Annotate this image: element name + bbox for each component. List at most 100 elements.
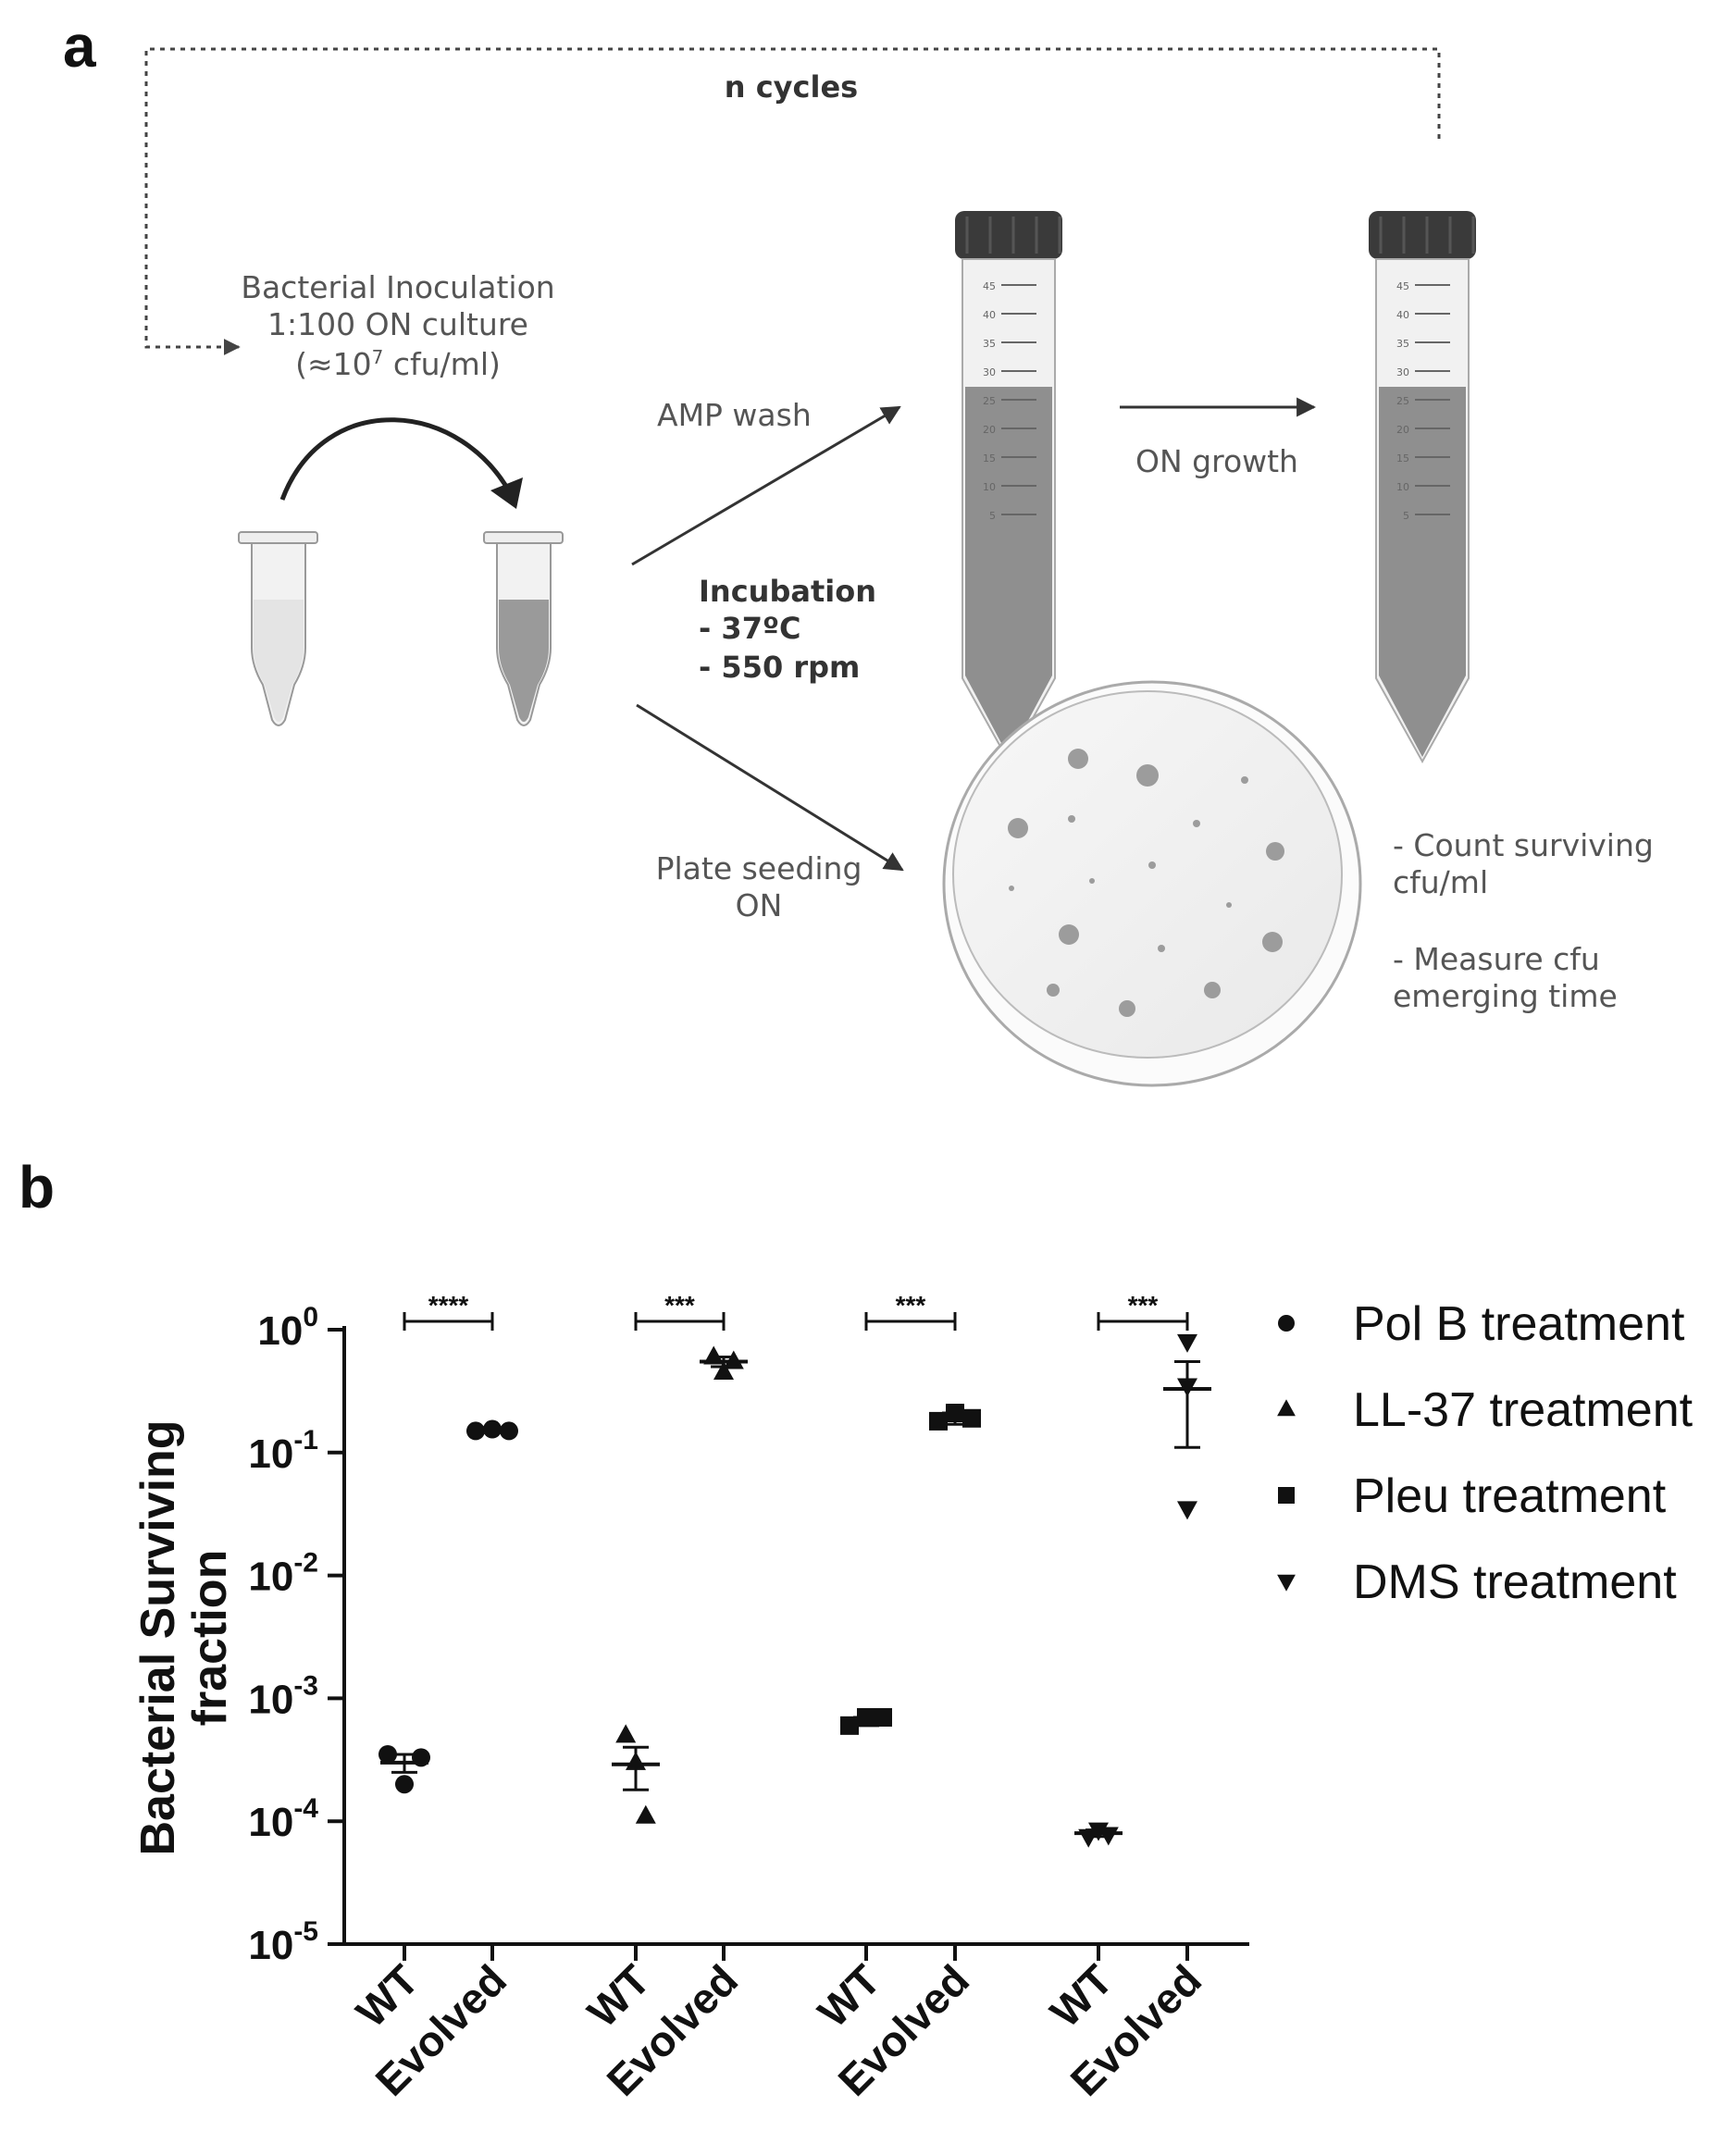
data-point [723, 1350, 744, 1369]
y-tick-label: 10-2 [248, 1548, 318, 1600]
legend-marker [1277, 1574, 1296, 1592]
incubation-title: Incubation [699, 574, 876, 609]
tube-scale-label: 10 [983, 481, 996, 493]
count-note-1: - Count surviving [1393, 827, 1654, 863]
data-point [412, 1748, 430, 1767]
tube-scale-label: 25 [983, 395, 996, 407]
tube-scale-label: 30 [1396, 366, 1409, 378]
data-point [635, 1804, 656, 1824]
transfer-arrow [279, 417, 516, 502]
count-note-2: cfu/ml [1393, 864, 1488, 900]
significance-bracket: *** [1097, 1291, 1189, 1331]
data-point [1098, 1827, 1119, 1846]
tube-scale-label: 20 [1396, 424, 1409, 436]
incubation-rpm: - 550 rpm [699, 650, 860, 685]
tube-scale-label: 35 [1396, 338, 1409, 350]
count-note-3: - Measure cfu [1393, 941, 1600, 977]
amp-wash-arrow [631, 405, 901, 566]
tube-scale-label: 5 [989, 510, 996, 522]
tube-scale-label: 45 [983, 280, 996, 292]
legend-marker [1278, 1487, 1295, 1504]
inoculation-line-1: Bacterial Inoculation [241, 269, 554, 305]
tube-scale-label: 35 [983, 338, 996, 350]
data-point [500, 1421, 518, 1441]
significance-label: *** [1128, 1291, 1159, 1320]
plate-seeding-line-2: ON [736, 887, 783, 923]
series-ll-37-treatment [612, 1345, 748, 1824]
data-point [483, 1419, 502, 1439]
significance-bracket: *** [634, 1291, 726, 1331]
series-pol-b-treatment [378, 1419, 518, 1794]
data-point [1177, 1501, 1197, 1520]
microtube-after [483, 531, 564, 726]
cycle-label: n cycles [725, 69, 858, 105]
tube-liquid [1379, 387, 1466, 757]
colony [1266, 842, 1284, 861]
data-point [857, 1707, 875, 1727]
microtube-before [238, 531, 318, 726]
data-point [703, 1345, 725, 1365]
colony [1136, 764, 1159, 787]
inoculation-line-2: 1:100 ON culture [267, 306, 528, 342]
data-point [378, 1744, 397, 1764]
legend-label: Pleu treatment [1353, 1469, 1667, 1523]
colony [1009, 886, 1014, 891]
tube-cap [955, 211, 1062, 259]
legend-label: LL-37 treatment [1353, 1383, 1693, 1437]
panel-a: a n cycles Bacterial Inoculation 1:100 O… [63, 13, 1654, 1087]
colony [1148, 861, 1156, 869]
tube-scale-label: 5 [1403, 510, 1409, 522]
y-tick-label: 100 [257, 1302, 318, 1354]
colony [1241, 776, 1248, 784]
significance-bracket: *** [864, 1291, 957, 1331]
tube-cap [1369, 211, 1476, 259]
legend-marker [1277, 1399, 1296, 1417]
transfer-arrowhead [490, 477, 523, 509]
tube-scale-label: 15 [983, 452, 996, 465]
significance-label: *** [664, 1291, 695, 1320]
tube-scale-label: 15 [1396, 452, 1409, 465]
data-point [1177, 1378, 1197, 1397]
y-axis-label: Bacterial Survivingfraction [131, 1419, 237, 1855]
tube-scale-label: 40 [983, 309, 996, 321]
colony [1226, 902, 1232, 908]
tube-scale-label: 45 [1396, 280, 1409, 292]
inoculation-line-3: (≈107 cfu/ml) [295, 346, 501, 382]
data-point [626, 1751, 646, 1770]
on-growth-label: ON growth [1135, 443, 1298, 479]
data-point [395, 1775, 414, 1794]
colonies [1008, 749, 1284, 1017]
colony [1158, 945, 1165, 952]
tube-scale-label: 40 [1396, 309, 1409, 321]
y-tick-label: 10-5 [248, 1916, 318, 1968]
incubation-temp: - 37ºC [699, 611, 800, 646]
significance-bracket: **** [403, 1291, 494, 1331]
legend-label: DMS treatment [1353, 1555, 1677, 1609]
data-point [1177, 1333, 1197, 1353]
colony [1193, 820, 1200, 827]
plate-seeding-arrow [636, 703, 904, 872]
y-tick-label: 10-3 [248, 1670, 318, 1722]
data-point [946, 1404, 964, 1423]
petri-dish [942, 680, 1362, 1087]
series-pleu-treatment [840, 1404, 981, 1735]
count-note-4: emerging time [1393, 978, 1618, 1014]
colony [1262, 932, 1283, 952]
tube-scale-label: 30 [983, 366, 996, 378]
panel-letter-b: b [19, 1154, 55, 1220]
colony [1068, 749, 1088, 769]
colony [1008, 818, 1028, 838]
amp-wash-label: AMP wash [657, 397, 812, 433]
data-point [962, 1408, 981, 1428]
data-point [874, 1707, 892, 1727]
colony [1068, 815, 1075, 823]
y-tick-label: 10-1 [248, 1425, 318, 1477]
colony [1059, 924, 1079, 945]
data-point [929, 1411, 948, 1431]
plate-seeding-line-1: Plate seeding [656, 850, 862, 886]
